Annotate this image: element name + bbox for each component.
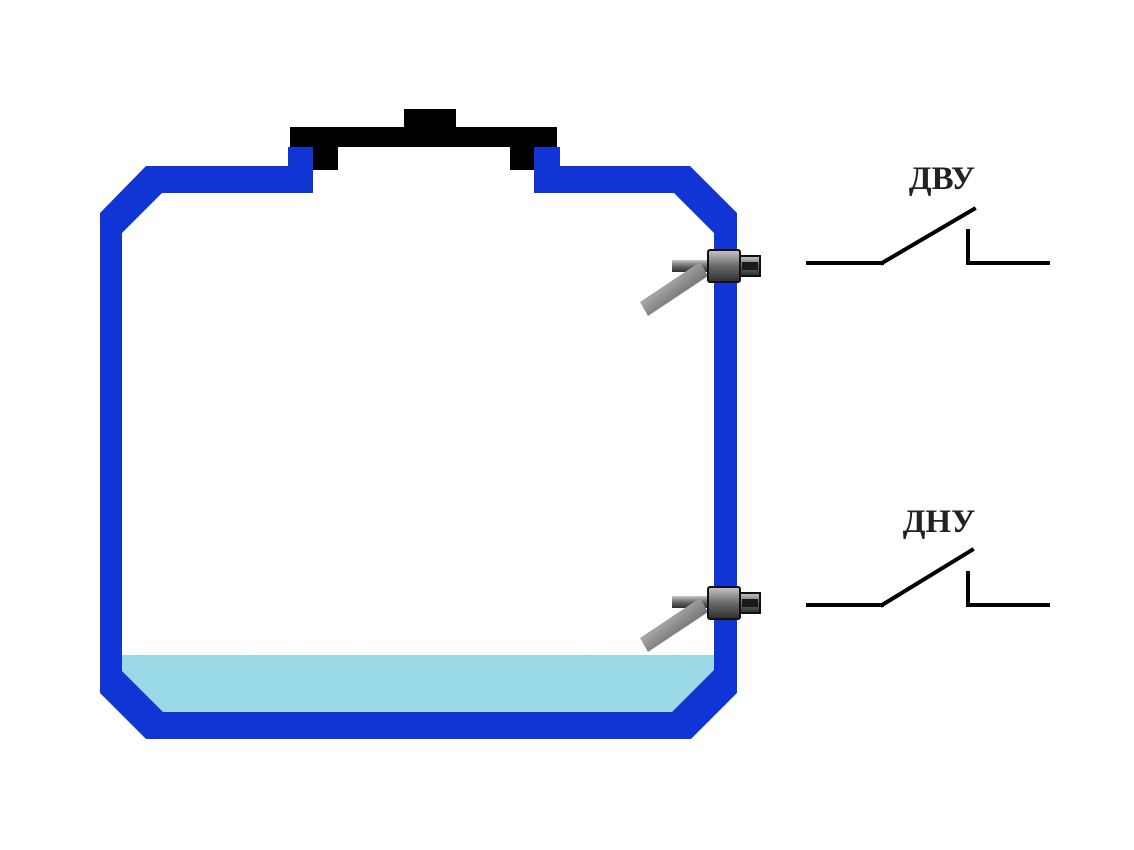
- lower-sensor-label: ДНУ: [903, 504, 976, 540]
- tank-wall: [100, 166, 737, 739]
- lower-float-sensor: [640, 586, 761, 652]
- tank-lid: [290, 109, 557, 170]
- lower-switch-symbol: [806, 547, 1050, 608]
- water-level: [122, 655, 714, 712]
- tank-neck-left: [288, 147, 313, 193]
- upper-sensor-label: ДВУ: [909, 161, 975, 197]
- tank-neck-right: [534, 147, 560, 193]
- upper-float-sensor: [640, 249, 761, 316]
- upper-switch-symbol: [806, 206, 1050, 266]
